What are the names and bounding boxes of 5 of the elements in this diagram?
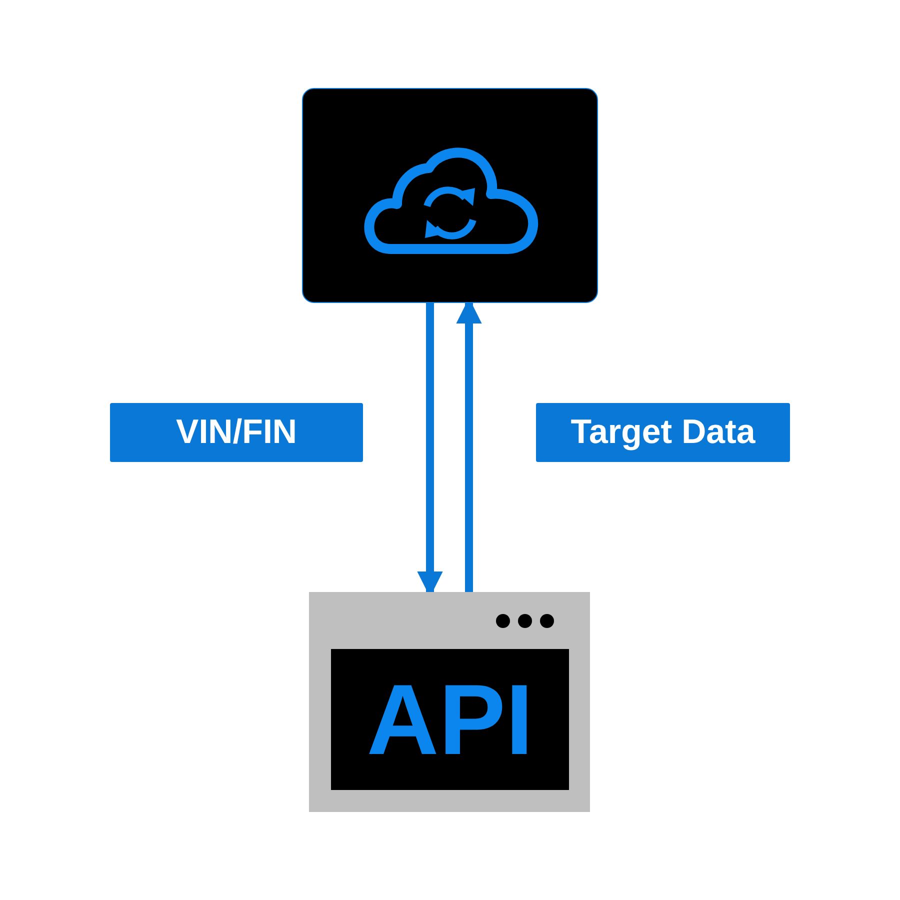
api-text: API bbox=[366, 670, 534, 770]
edge-label: VIN/FIN bbox=[110, 403, 363, 462]
cloud-service-panel bbox=[302, 88, 598, 303]
browser-window bbox=[309, 592, 590, 812]
edge-label: Target Data bbox=[536, 403, 790, 462]
